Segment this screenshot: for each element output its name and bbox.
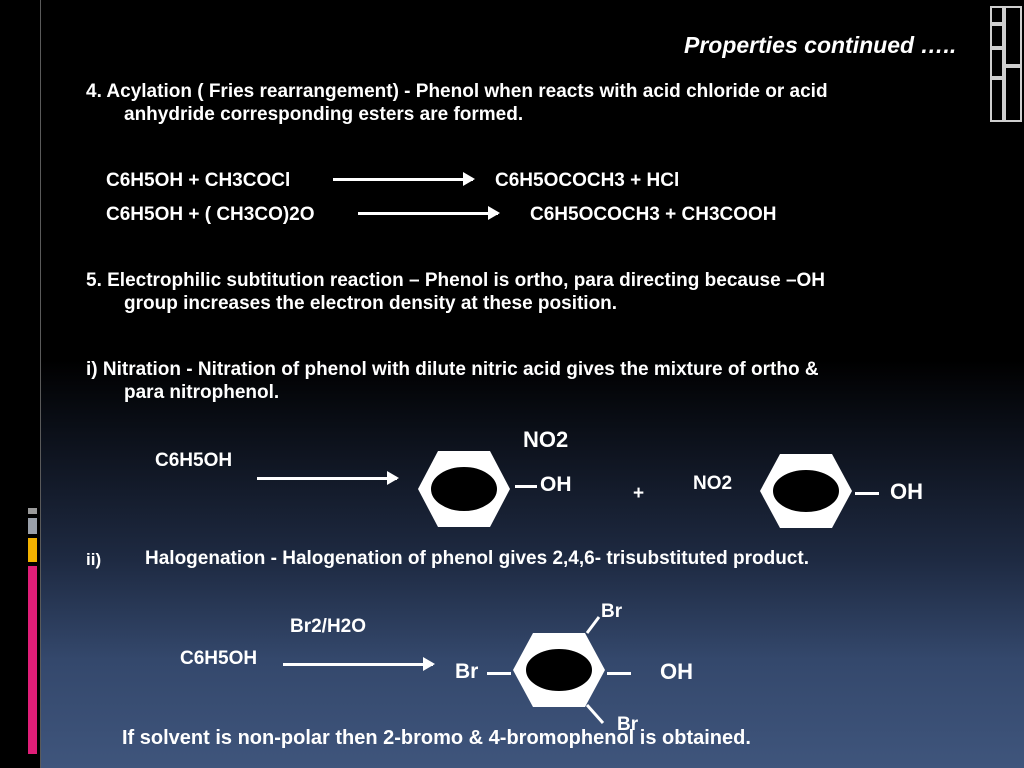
electrophilic-line-1: 5. Electrophilic subtitution reaction – … — [86, 270, 826, 291]
equation-2-right: C6H5OCOCH3 + CH3COOH — [530, 204, 777, 225]
nitration-line-1: i) Nitration - Nitration of phenol with … — [86, 359, 819, 380]
bond-line — [607, 672, 631, 675]
accent-block — [28, 508, 37, 514]
benzene-ring-icon — [760, 454, 852, 528]
bond-line — [585, 704, 605, 724]
bond-line — [585, 616, 601, 634]
bond-line — [855, 492, 879, 495]
benzene-ring-icon — [418, 451, 510, 527]
reaction-arrow — [358, 206, 500, 220]
halogenation-index: ii) — [86, 550, 102, 569]
accent-block — [28, 566, 37, 754]
ortho-no2-label: NO2 — [523, 427, 569, 452]
nitration-text: i) Nitration - Nitration of phenol with … — [86, 358, 819, 404]
accent-block — [28, 518, 37, 534]
acylation-line-1: 4. Acylation ( Fries rearrangement) - Ph… — [86, 81, 828, 102]
reaction-arrow — [283, 657, 435, 671]
acylation-text: 4. Acylation ( Fries rearrangement) - Ph… — [86, 80, 828, 126]
reaction-arrow — [333, 172, 475, 186]
ortho-oh-label: OH — [540, 473, 572, 496]
electrophilic-line-2: group increases the electron density at … — [124, 293, 618, 314]
equation-1-left: C6H5OH + CH3COCl — [106, 170, 291, 191]
nitration-reactant: C6H5OH — [155, 450, 233, 471]
bromo-top-label: Br — [601, 601, 623, 622]
nitration-line-2: para nitrophenol. — [124, 382, 280, 403]
bromo-bottom-label: Br — [617, 714, 639, 735]
para-oh-label: OH — [890, 479, 923, 504]
para-no2-label: NO2 — [693, 473, 733, 494]
bromo-left-label: Br — [455, 660, 479, 683]
slide-title: Properties continued ….. — [684, 32, 957, 58]
hydroxyl-label: OH — [660, 659, 693, 684]
bond-line — [487, 672, 511, 675]
accent-block — [28, 538, 37, 562]
halogenation-reagent: Br2/H2O — [290, 616, 367, 637]
equation-2-left: C6H5OH + ( CH3CO)2O — [106, 204, 315, 225]
benzene-ring-icon — [513, 633, 605, 707]
footer-note: If solvent is non-polar then 2-bromo & 4… — [122, 727, 751, 749]
bond-line — [515, 485, 537, 488]
plus-sign: + — [633, 483, 645, 504]
reaction-arrow — [257, 471, 399, 485]
halogenation-reactant: C6H5OH — [180, 648, 258, 669]
acylation-line-2: anhydride corresponding esters are forme… — [124, 104, 524, 125]
halogenation-text: Halogenation - Halogenation of phenol gi… — [145, 548, 809, 569]
vertical-divider — [40, 0, 41, 768]
equation-1-right: C6H5OCOCH3 + HCl — [495, 170, 680, 191]
electrophilic-text: 5. Electrophilic subtitution reaction – … — [86, 269, 825, 315]
